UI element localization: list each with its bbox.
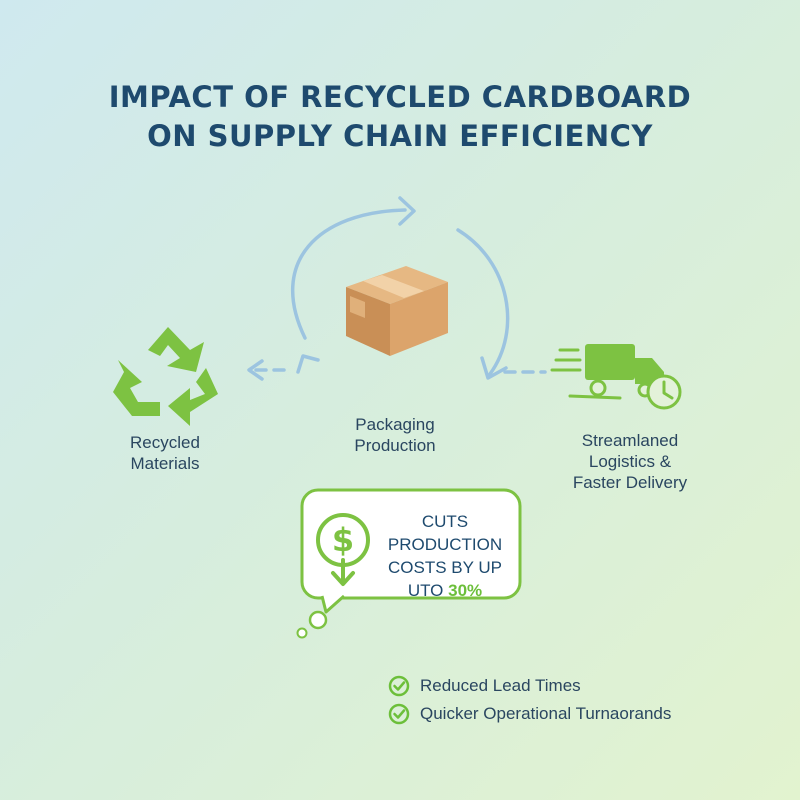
recycle-icon: [113, 327, 218, 426]
cardboard-box-icon: [346, 266, 448, 356]
callout-percentage: 30%: [448, 581, 483, 600]
arc-top-arrow: [291, 208, 407, 340]
benefit-item: Quicker Operational Turnaorands: [388, 700, 671, 728]
cycle-arrows: [247, 196, 547, 381]
title-line-1: IMPACT OF RECYCLED CARDBOARD: [108, 80, 692, 114]
arrowhead-left: [296, 354, 320, 374]
benefit-label: Quicker Operational Turnaorands: [420, 704, 672, 723]
page-title: IMPACT OF RECYCLED CARDBOARD ON SUPPLY C…: [0, 78, 800, 156]
node-recycled-materials: Recycled Materials: [95, 432, 235, 474]
packaging-label-line-2: Production: [354, 436, 436, 455]
delivery-truck-clock-icon: [550, 344, 682, 410]
svg-text:$: $: [332, 521, 354, 559]
benefit-item: Reduced Lead Times: [388, 672, 671, 700]
logistics-label-line-3: Faster Delivery: [572, 473, 688, 492]
callout-line-4-prefix: UTO: [407, 581, 449, 600]
benefit-label: Reduced Lead Times: [420, 676, 581, 695]
callout-line-3: COSTS BY UP: [388, 558, 502, 577]
benefits-list: Reduced Lead Times Quicker Operational T…: [388, 672, 671, 728]
logistics-label-line-1: Streamlaned: [581, 431, 679, 450]
node-logistics: Streamlaned Logistics & Faster Delivery: [545, 430, 715, 493]
callout-line-2: PRODUCTION: [387, 535, 503, 554]
title-line-2: ON SUPPLY CHAIN EFFICIENCY: [147, 119, 653, 153]
logistics-label-line-2: Logistics &: [588, 452, 672, 471]
arrowhead-right: [480, 356, 508, 380]
callout-text: CUTS PRODUCTION COSTS BY UP UTO 30%: [380, 510, 510, 602]
arc-right-arrow: [456, 228, 510, 376]
check-circle-icon: [388, 703, 410, 725]
arrowhead-top: [398, 196, 416, 226]
recycled-label-line-1: Recycled: [130, 433, 200, 452]
check-circle-icon: [388, 675, 410, 697]
dollar-pin-icon: $: [316, 513, 370, 586]
recycled-label-line-2: Materials: [130, 454, 200, 473]
arrowhead-dashed-left: [247, 359, 264, 381]
packaging-label-line-1: Packaging: [355, 415, 435, 434]
node-packaging-production: Packaging Production: [320, 414, 470, 456]
callout-line-1: CUTS: [421, 512, 469, 531]
callout-line-4: UTO 30%: [380, 579, 510, 602]
